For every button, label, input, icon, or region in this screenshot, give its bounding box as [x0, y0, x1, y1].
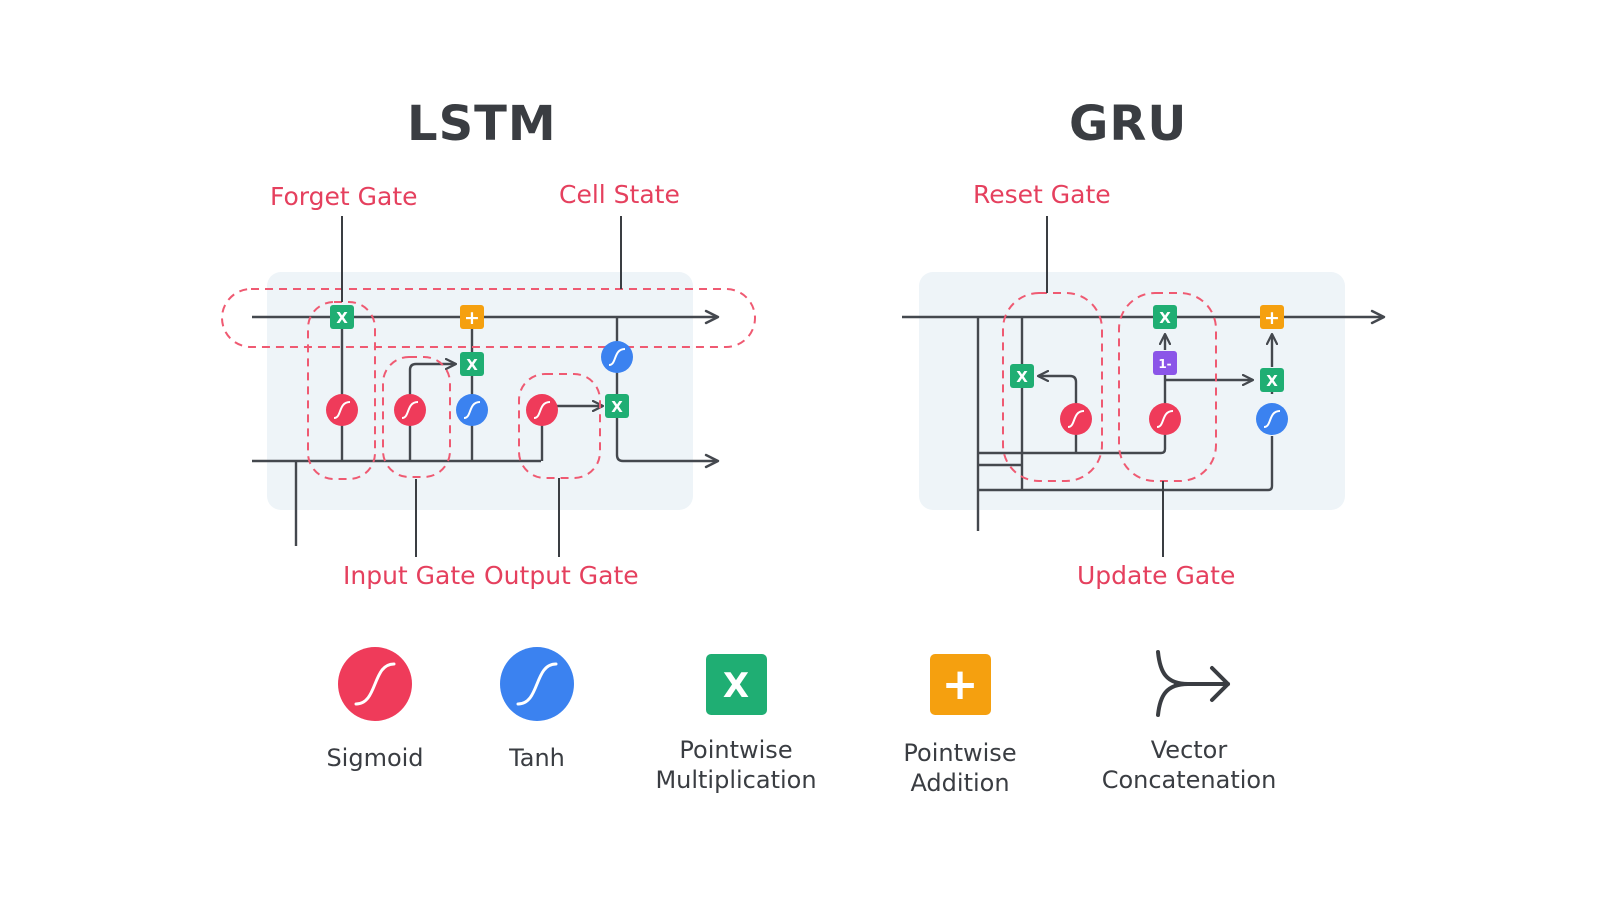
gru-title: GRU: [1069, 96, 1188, 152]
output-gate-label: Output Gate: [484, 561, 639, 590]
legend-add-label: Pointwise Addition: [860, 738, 1060, 798]
gru-tanh-multiply: X: [1260, 368, 1284, 392]
lstm-output-multiply: X: [605, 394, 629, 418]
gru-panel: [919, 272, 1345, 510]
multiply-icon: X: [706, 654, 767, 715]
legend-concat-line2: Concatenation: [1101, 766, 1277, 794]
svg-text:X: X: [611, 398, 623, 416]
cell-state-region: [221, 288, 756, 348]
lstm-diagram: X + X X: [221, 216, 756, 557]
svg-text:X: X: [1159, 309, 1171, 327]
lstm-cell-add: +: [460, 305, 484, 329]
svg-text:+: +: [1264, 307, 1280, 329]
legend-multiply-label: Pointwise Multiplication: [636, 735, 836, 795]
svg-text:X: X: [1266, 372, 1278, 390]
add-icon: +: [930, 654, 991, 715]
gru-tanh: [1256, 403, 1288, 435]
legend-multiply-line1: Pointwise: [679, 736, 793, 764]
gru-update-sigmoid: [1149, 403, 1181, 435]
update-gate-label: Update Gate: [1077, 561, 1236, 590]
legend-concat-label: Vector Concatenation: [1089, 735, 1289, 795]
lstm-forget-sigmoid: [326, 394, 358, 426]
legend-tanh-label: Tanh: [509, 744, 565, 772]
legend-concat-line1: Vector: [1150, 736, 1228, 764]
lstm-cell-tanh: [601, 341, 633, 373]
legend-add-line1: Pointwise: [903, 739, 1017, 767]
gru-reset-multiply: X: [1010, 364, 1034, 388]
lstm-input-multiply: X: [460, 352, 484, 376]
forget-gate-label: Forget Gate: [270, 182, 418, 211]
concatenation-icon: [1156, 650, 1230, 717]
svg-text:X: X: [336, 309, 348, 327]
lstm-tanh: [456, 394, 488, 426]
gru-diagram: X X 1- + X: [902, 216, 1386, 557]
gru-leaders: [1046, 216, 1164, 557]
gru-one-minus: 1-: [1153, 351, 1177, 375]
lstm-input-sigmoid: [394, 394, 426, 426]
svg-text:+: +: [942, 659, 979, 710]
lstm-title: LSTM: [407, 96, 557, 152]
lstm-leaders: [341, 216, 622, 557]
lstm-panel: [267, 272, 693, 510]
sigmoid-icon: [338, 647, 412, 721]
gru-wires: [902, 309, 1386, 531]
lstm-forget-multiply: X: [330, 305, 354, 329]
legend-add-line2: Addition: [910, 769, 1010, 797]
svg-text:X: X: [723, 666, 749, 706]
reset-gate-label: Reset Gate: [973, 180, 1111, 209]
reset-gate-region: [1002, 292, 1103, 482]
gru-dashed-groups: [1002, 292, 1217, 482]
input-gate-label: Input Gate: [343, 561, 476, 590]
tanh-icon: [500, 647, 574, 721]
update-gate-region: [1118, 292, 1217, 482]
gru-reset-sigmoid: [1060, 403, 1092, 435]
svg-text:+: +: [464, 307, 480, 329]
svg-text:X: X: [466, 356, 478, 374]
lstm-dashed-groups: [221, 288, 756, 480]
gru-update-multiply: X: [1153, 305, 1177, 329]
svg-text:1-: 1-: [1158, 357, 1171, 371]
gru-add: +: [1260, 305, 1284, 329]
lstm-output-sigmoid: [526, 394, 558, 426]
legend-icons: X +: [338, 647, 1230, 721]
svg-text:X: X: [1016, 368, 1028, 386]
output-gate-region: [518, 373, 601, 479]
input-gate-region: [382, 356, 451, 478]
lstm-wires: [252, 309, 720, 546]
cell-state-label: Cell State: [559, 180, 680, 209]
legend-sigmoid-label: Sigmoid: [326, 744, 424, 772]
legend-multiply-line2: Multiplication: [655, 766, 817, 794]
